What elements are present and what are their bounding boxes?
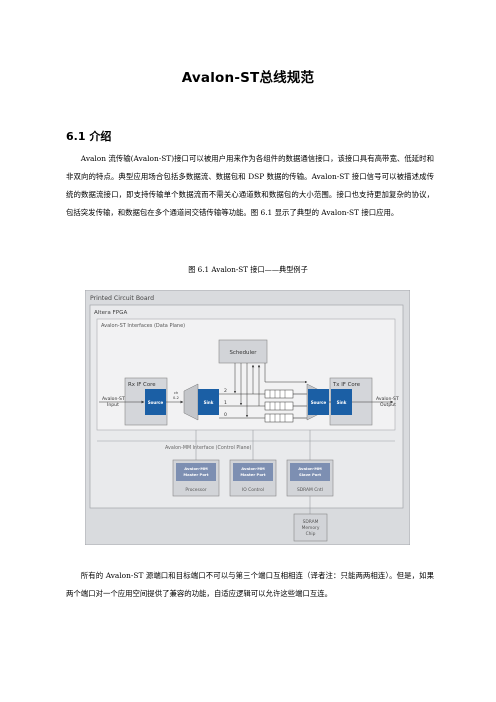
scheduler-label: Scheduler: [230, 350, 258, 356]
sdram-cntl-port-line2: Slave Port: [299, 472, 321, 477]
control-plane-label: Avalon-MM Interface (Control Plane): [165, 445, 252, 451]
avalon-st-figure: Printed Circuit Board Altera FPGA Avalon…: [85, 290, 410, 545]
processor-port: [176, 463, 216, 481]
demux-shape: [183, 383, 199, 421]
processor-port-line1: Avalon-MM: [184, 466, 208, 471]
processor-label: Processor: [185, 487, 206, 493]
sdram-cntl-port-line1: Avalon-MM: [298, 466, 322, 471]
input-label-2: Input: [107, 402, 119, 408]
tx-source-block: [308, 389, 329, 415]
channel-1-label: 1: [224, 400, 227, 406]
channel-0-label: 0: [224, 412, 227, 418]
sdram-cntl-port: [290, 463, 330, 481]
rx-core-label: Rx IF Core: [128, 382, 156, 388]
sdram-cntl-label: SDRAM Cntl: [297, 487, 323, 493]
fpga-label: Altera FPGA: [94, 310, 127, 316]
demux-sink-block: [198, 389, 219, 415]
tx-core-label: Tx IF Core: [332, 382, 361, 388]
pcb-label: Printed Circuit Board: [90, 295, 154, 302]
sdram-chip-line1: SDRAM: [303, 519, 319, 525]
io-control-port-line2: Master Port: [240, 472, 265, 477]
closing-paragraph: 所有的 Avalon-ST 源端口和目标端口不可以与第三个端口互相相连（译者注：…: [66, 571, 434, 599]
fifo-0: [264, 413, 294, 423]
rx-source-label: Source: [148, 400, 164, 405]
io-control-label: IO Control: [242, 487, 264, 493]
sdram-chip-box: [293, 513, 328, 542]
sdram-chip-line2: Memory: [302, 525, 320, 531]
tx-source-label: Source: [311, 400, 327, 405]
data-plane-label: Avalon-ST Interfaces (Data Plane): [101, 323, 185, 329]
section-heading: 6.1 介绍: [66, 130, 112, 143]
output-label-1: Avalon-ST: [376, 396, 399, 402]
io-control-port-line1: Avalon-MM: [241, 466, 265, 471]
rx-source-block: [145, 389, 166, 415]
demux-sink-label: Sink: [204, 400, 214, 405]
io-control-port: [233, 463, 273, 481]
sdram-chip-line3: Chip: [306, 531, 316, 537]
channel-2-label: 2: [224, 388, 227, 394]
scheduler-box: [218, 339, 268, 364]
ch-label: ch: [174, 391, 178, 395]
input-label-1: Avalon-ST: [102, 396, 125, 402]
figure-caption: 图 6.1 Avalon-ST 接口——典型例子: [188, 265, 308, 274]
tx-sink-label: Sink: [337, 400, 347, 405]
intro-paragraph: Avalon 流传输(Avalon-ST)接口可以被用户用来作为各组件的数据通信…: [66, 154, 434, 218]
output-label-2: Output: [380, 402, 396, 408]
document-title: Avalon-ST总线规范: [181, 70, 315, 86]
processor-port-line2: Master Port: [183, 472, 208, 477]
ch-range-label: 0-2: [173, 396, 179, 400]
tx-sink-block: [331, 389, 352, 415]
